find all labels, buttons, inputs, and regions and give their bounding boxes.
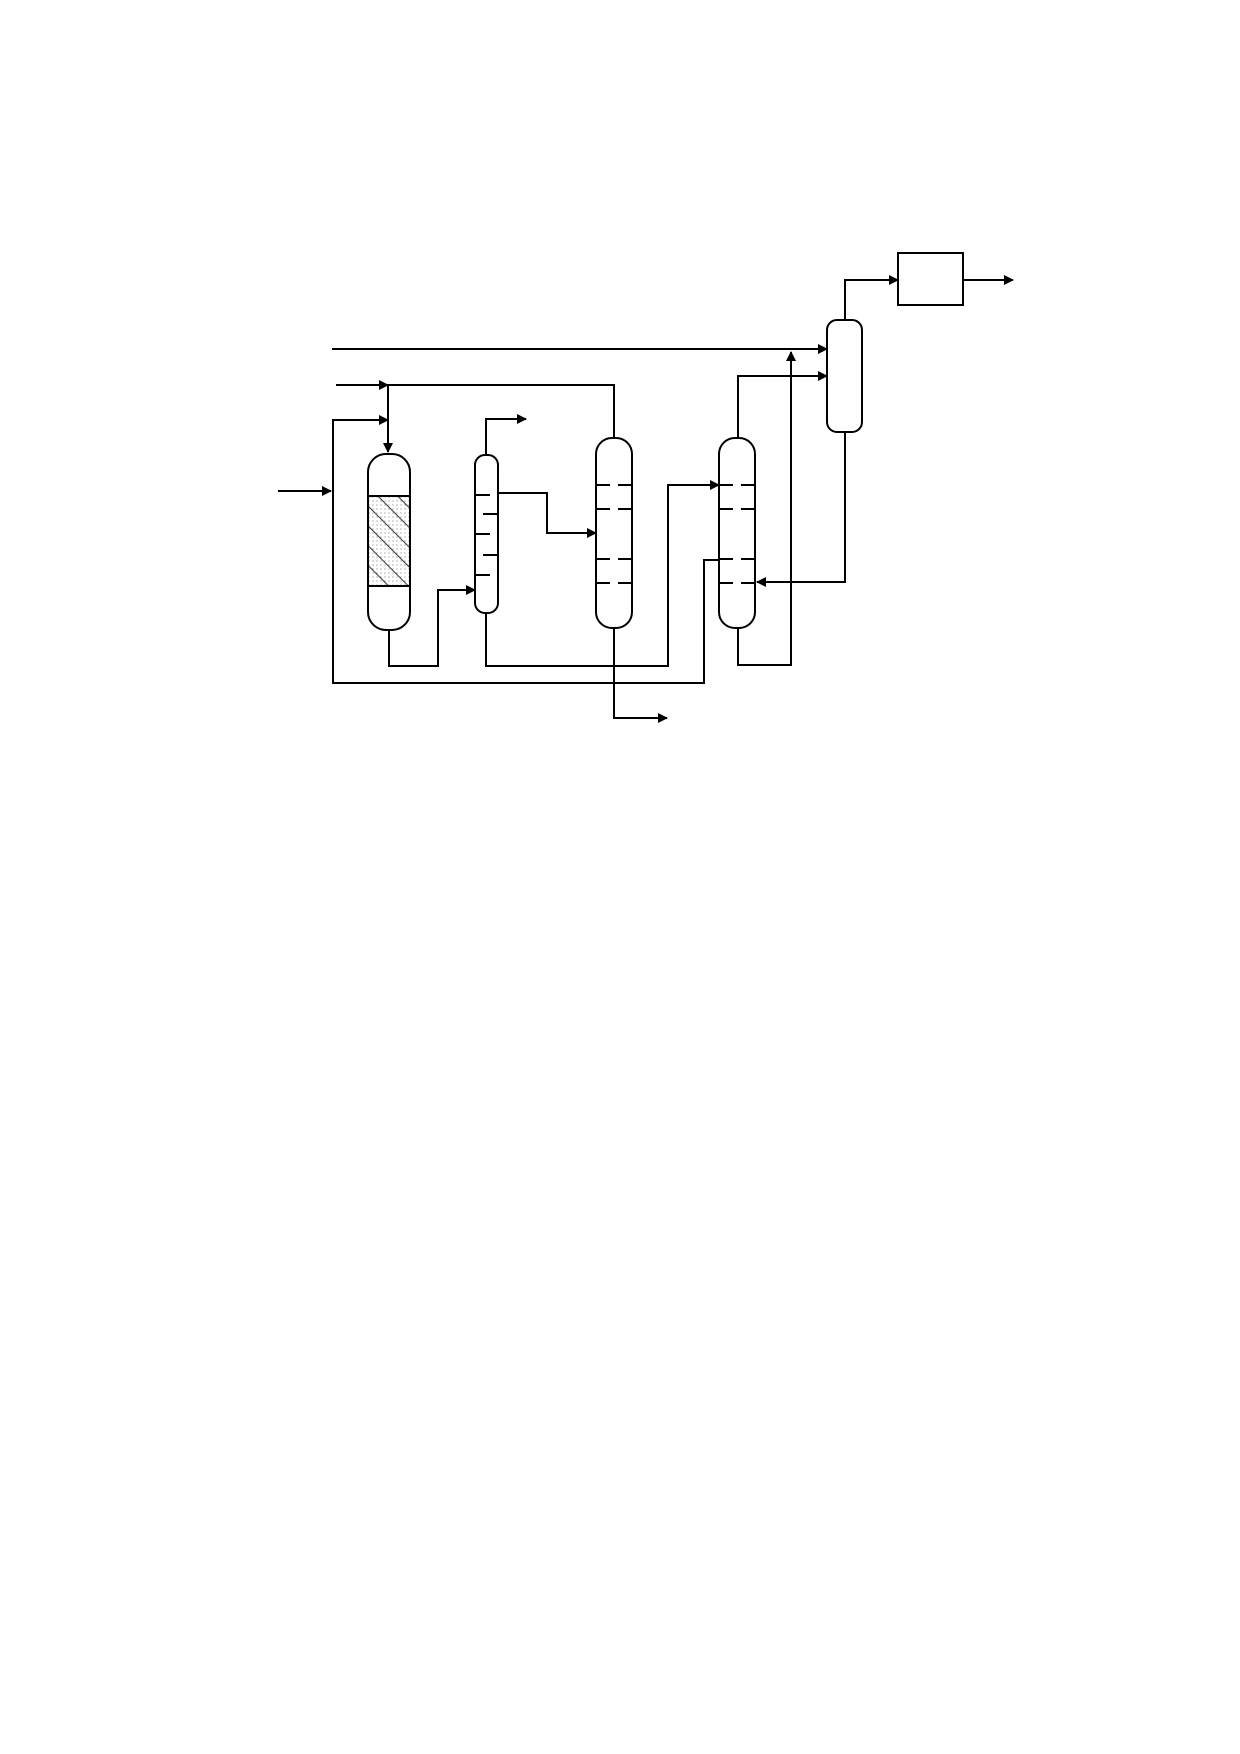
column-1-bottoms <box>485 480 720 667</box>
column-2-overhead <box>388 384 615 438</box>
reactor-effluent <box>388 585 476 667</box>
column-2 <box>595 437 633 629</box>
column-1-side-draw <box>498 492 597 538</box>
packed-reactor <box>367 453 411 631</box>
column-4 <box>826 319 863 433</box>
column-2-bottoms <box>613 628 668 723</box>
column-2-trays <box>596 484 632 584</box>
column-1-overhead <box>485 414 527 455</box>
column-3-trays <box>719 484 755 584</box>
column-1-trays <box>475 494 498 576</box>
column-4-overhead <box>844 275 899 320</box>
column-4-bottoms <box>756 432 846 587</box>
column-1 <box>474 454 499 614</box>
column-3 <box>718 437 756 629</box>
catalyst-bed <box>367 495 411 587</box>
unit-box <box>897 252 964 306</box>
column-3-overhead <box>737 371 828 438</box>
column-3-bottoms <box>737 351 796 666</box>
